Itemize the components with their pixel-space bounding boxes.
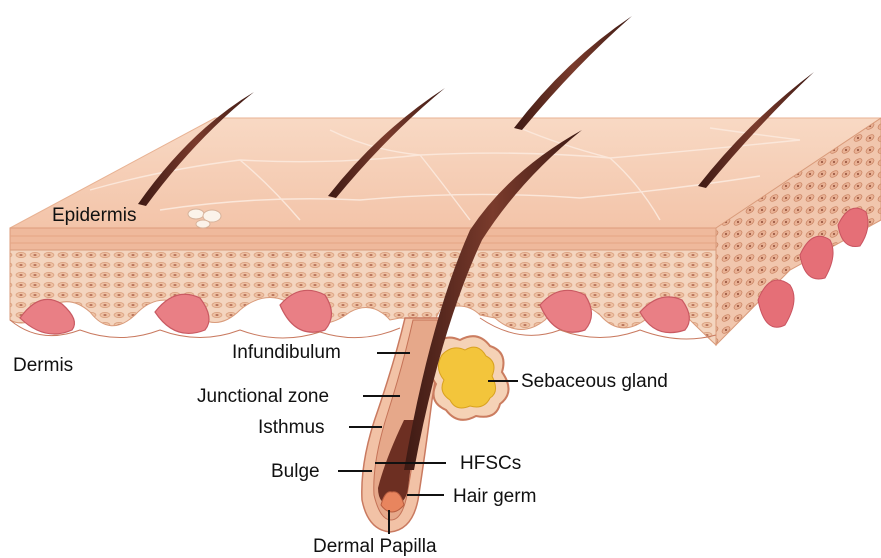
sebaceous-gland-label: Sebaceous gland xyxy=(521,372,668,391)
epidermis-band xyxy=(10,228,716,250)
hfscs-label: HFSCs xyxy=(460,454,521,473)
bulge-label: Bulge xyxy=(271,462,320,481)
hair-germ-label: Hair germ xyxy=(453,487,536,506)
epidermis-label: Epidermis xyxy=(52,206,136,225)
dermal-papilla-label: Dermal Papilla xyxy=(313,537,437,556)
hair-3 xyxy=(514,16,632,130)
junctional-zone-label: Junctional zone xyxy=(197,387,329,406)
isthmus-label: Isthmus xyxy=(258,418,325,437)
infundibulum-label: Infundibulum xyxy=(232,343,341,362)
dermis-label: Dermis xyxy=(13,356,73,375)
dermis-front xyxy=(10,250,716,345)
